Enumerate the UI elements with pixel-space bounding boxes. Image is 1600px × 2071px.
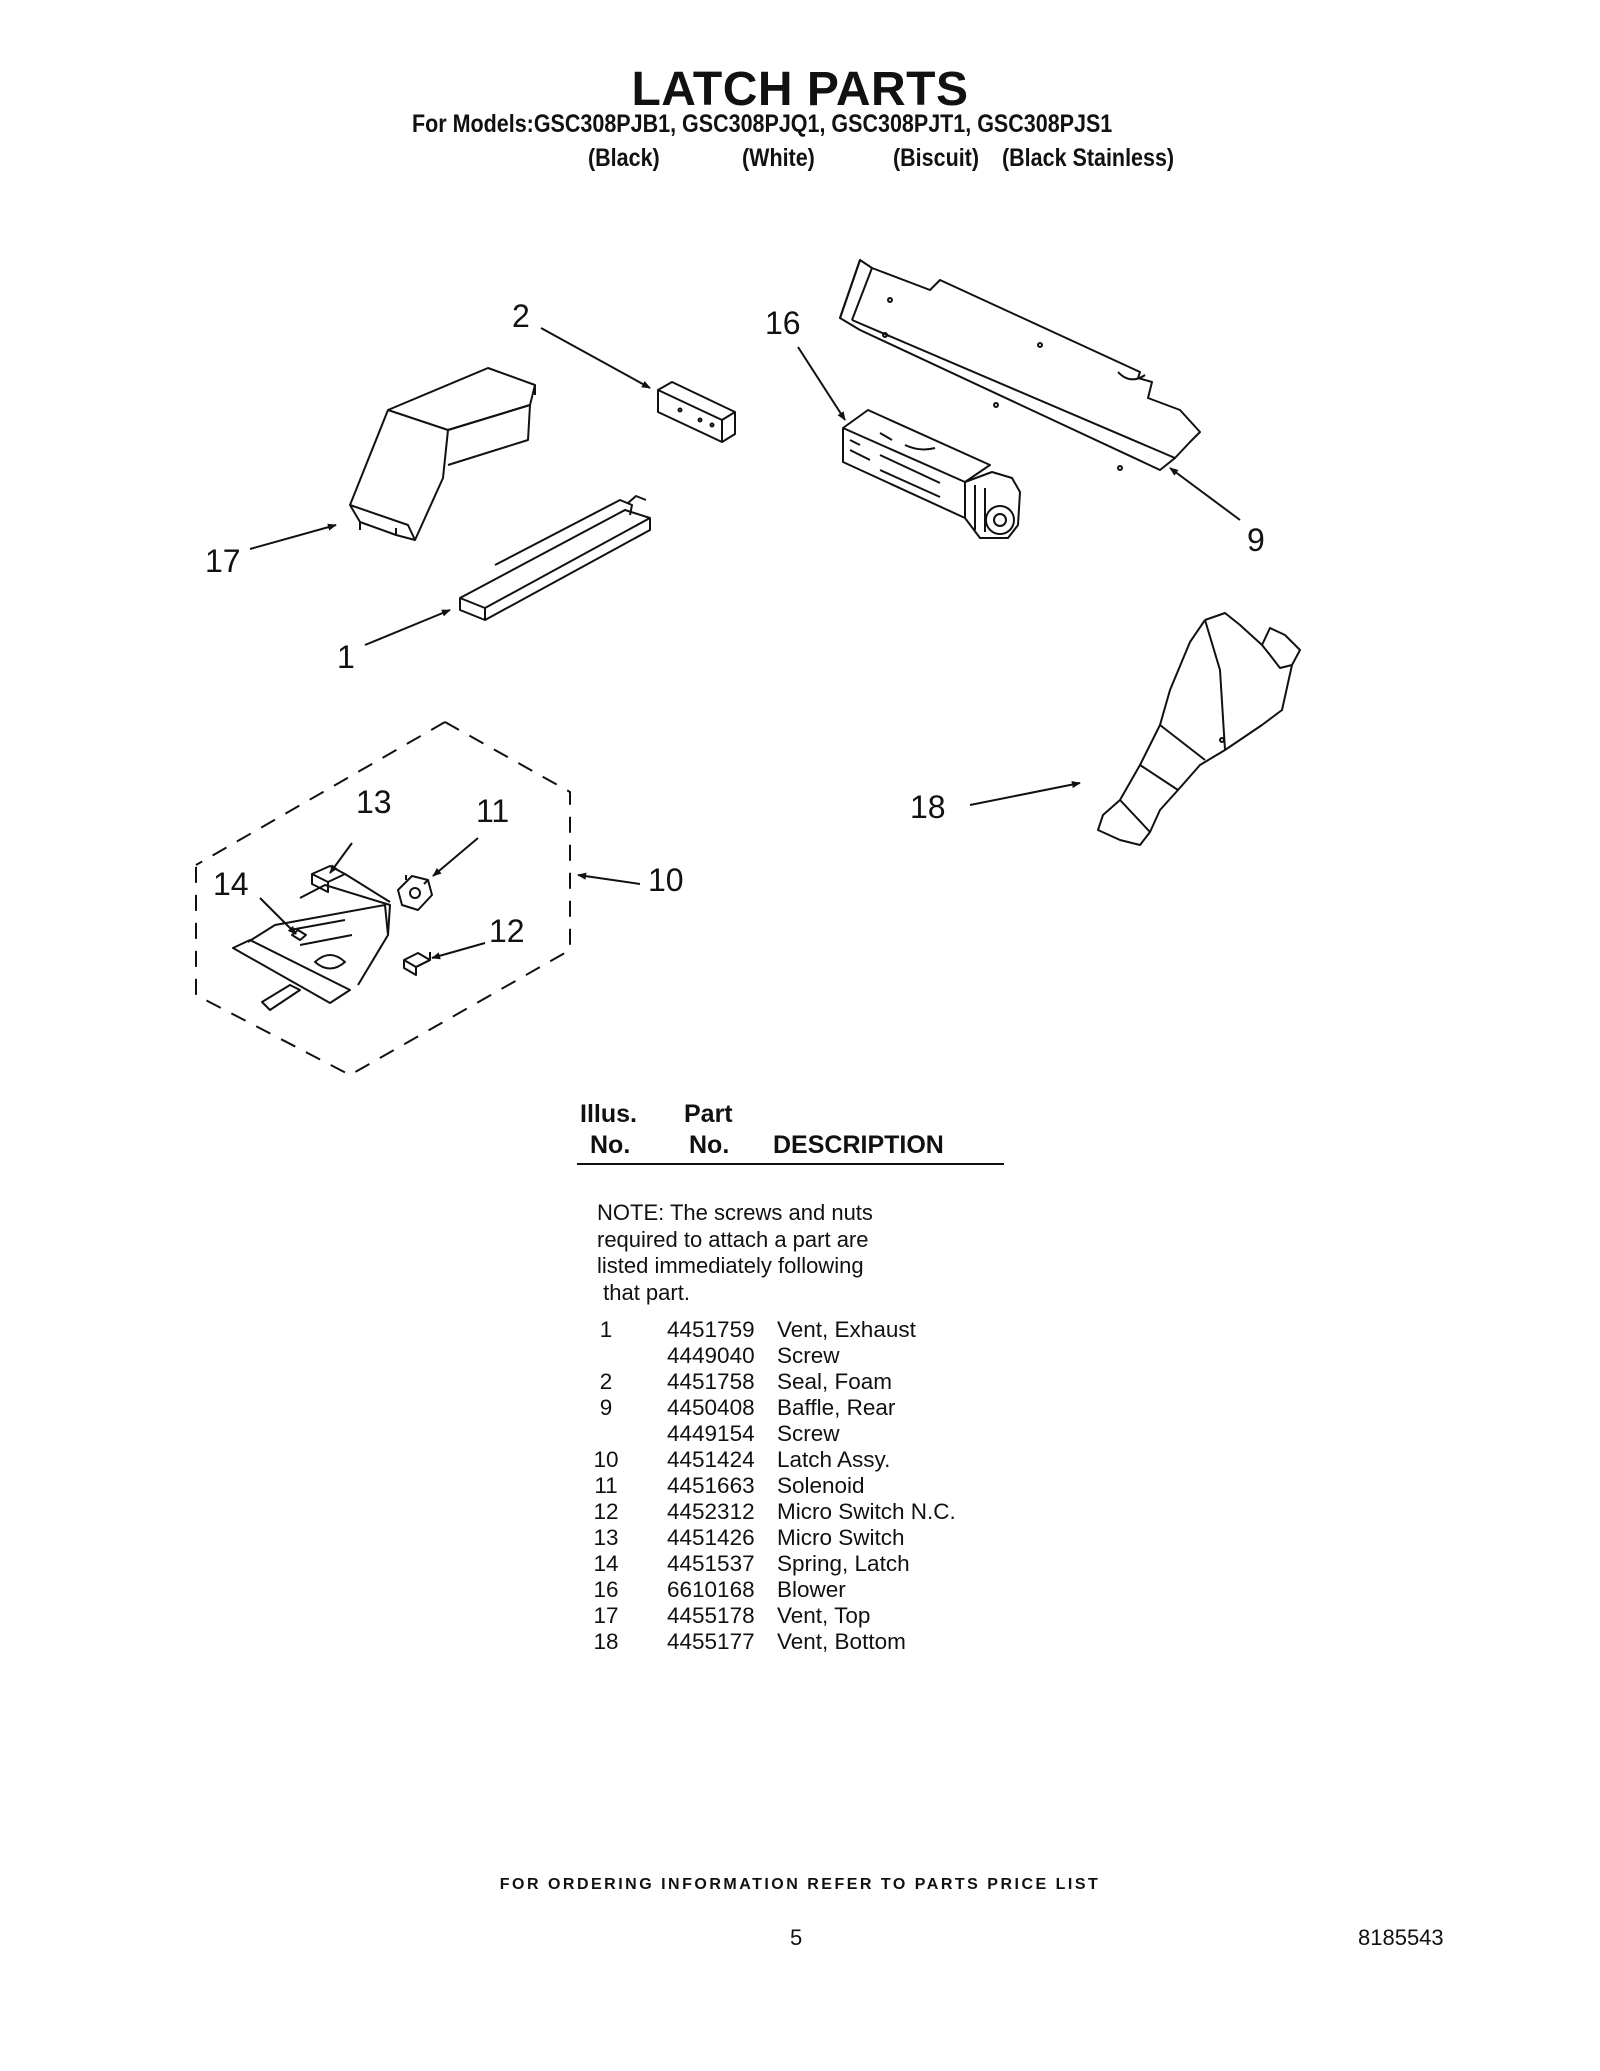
part-no: 4451758 [667,1369,755,1394]
finish-black-stainless: (Black Stainless) [1002,144,1175,172]
document-number: 8185543 [1358,1925,1444,1950]
callout-14: 14 [213,866,249,902]
header-part-line1: Part [684,1100,733,1128]
part-no: 6610168 [667,1577,755,1602]
finish-black: (Black) [588,144,660,172]
part-description: Latch Assy. [777,1447,891,1472]
part-description: Blower [777,1577,846,1602]
header-description: DESCRIPTION [773,1131,944,1159]
part-no: 4450408 [667,1395,755,1420]
part-9-baffle-rear-drawing [839,259,1201,471]
part-no: 4451759 [667,1317,755,1342]
part-18-vent-bottom-drawing [1097,612,1301,846]
header-illus-line1: Illus. [580,1100,637,1128]
part-description: Spring, Latch [777,1551,910,1576]
note-line: that part. [597,1279,690,1305]
part-description: Baffle, Rear [777,1395,896,1420]
illus-no: 10 [593,1447,619,1472]
part-description: Solenoid [777,1473,865,1498]
part-description: Vent, Top [777,1603,871,1628]
callout-2: 2 [512,298,530,334]
illus-no: 13 [593,1525,619,1550]
part-description: Screw [777,1421,840,1446]
callout-11: 11 [476,793,510,829]
callout-18: 18 [910,789,946,825]
part-no: 4451426 [667,1525,755,1550]
part-16-blower-drawing [842,409,1021,539]
illus-no: 1 [599,1317,613,1342]
illus-no: 14 [593,1551,619,1576]
table-header-rule [577,1163,1004,1165]
header-part-line2: No. [689,1131,730,1159]
callout-13: 13 [356,784,392,820]
page-number: 5 [790,1925,803,1950]
part-2-seal-foam-drawing [657,381,736,443]
screws-note: NOTE: The screws and nuts required to at… [597,1200,937,1306]
part-17-vent-top-drawing [349,367,536,541]
ordering-info: FOR ORDERING INFORMATION REFER TO PARTS … [499,1876,1101,1893]
part-description: Screw [777,1343,840,1368]
part-no: 4449040 [667,1343,755,1368]
part-description: Micro Switch N.C. [777,1499,956,1524]
part-no: 4455177 [667,1629,755,1654]
illus-no: 11 [594,1473,618,1498]
illus-no: 2 [599,1369,613,1394]
illus-no: 16 [593,1577,619,1602]
part-description: Vent, Bottom [777,1629,906,1654]
callout-17: 17 [205,543,241,579]
callout-leader-lines [249,327,1241,960]
part-no: 4449154 [667,1421,755,1446]
page-title: LATCH PARTS [631,63,969,116]
callout-9: 9 [1247,522,1265,558]
part-10-latch-assembly-drawing [195,721,571,1076]
header-illus-line2: No. [590,1131,631,1159]
part-no: 4451663 [667,1473,755,1498]
callout-16: 16 [765,305,801,341]
part-no: 4452312 [667,1499,755,1524]
part-no: 4451537 [667,1551,755,1576]
note-line: required to attach a part are [597,1226,869,1252]
part-description: Micro Switch [777,1525,905,1550]
callout-12: 12 [489,913,525,949]
illus-no: 9 [599,1395,613,1420]
model-list: For Models:GSC308PJB1, GSC308PJQ1, GSC30… [412,110,1113,138]
note-line: NOTE: The screws and nuts [597,1200,873,1225]
illus-no: 18 [593,1629,619,1654]
part-no: 4455178 [667,1603,755,1628]
part-description: Seal, Foam [777,1369,893,1394]
illus-no: 17 [593,1603,619,1628]
part-description: Vent, Exhaust [777,1317,916,1342]
callout-1: 1 [337,639,355,675]
illus-no: 12 [593,1499,619,1524]
finish-white: (White) [742,144,815,172]
part-1-vent-exhaust-drawing [459,495,651,621]
part-no: 4451424 [667,1447,755,1472]
finish-biscuit: (Biscuit) [893,144,979,172]
note-line: listed immediately following [597,1253,864,1278]
callout-10: 10 [648,862,684,898]
